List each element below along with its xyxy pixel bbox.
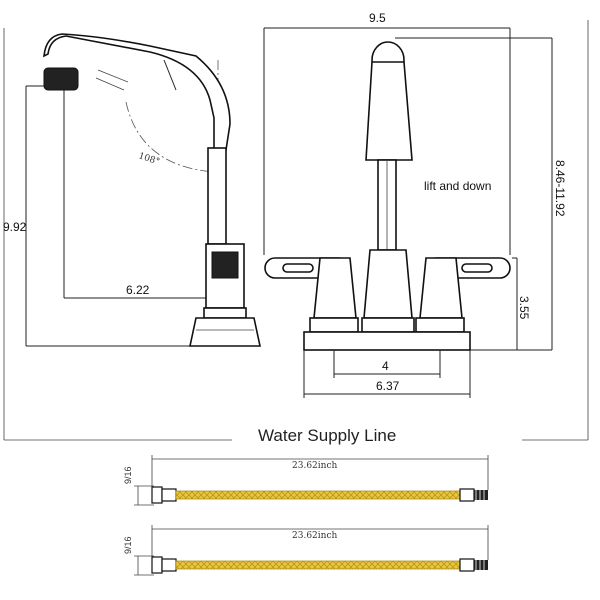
- front-spout-body: [365, 61, 413, 161]
- left-handle-body: [313, 257, 357, 319]
- supply-line-1-thread: 9/16: [123, 466, 133, 484]
- deck-plate: [303, 331, 471, 351]
- base-width-label: 6.37: [376, 379, 400, 393]
- supply-line-2-thread: 9/16: [123, 536, 133, 554]
- side-height-label: 9.92: [3, 220, 27, 234]
- braided-hose-1: [175, 490, 461, 500]
- center-spread-label: 4: [382, 359, 389, 373]
- supply-line-2: 23.62inch 9/16: [123, 525, 489, 576]
- front-height-range-label: 8.46-11.92: [553, 160, 567, 217]
- spray-angle-arc: [125, 101, 215, 173]
- front-center-body: [363, 249, 413, 319]
- spray-nozzle: [43, 67, 79, 91]
- supply-line-1: 23.62inch 9/16: [123, 455, 489, 506]
- braided-hose-2: [175, 560, 461, 570]
- side-reach-label: 6.22: [126, 283, 150, 297]
- supply-line-2-length: 23.62inch: [292, 531, 337, 541]
- side-view: 9.92 6.22 108°: [3, 33, 261, 347]
- side-base: [189, 317, 261, 347]
- front-width-label: 9.5: [369, 11, 386, 25]
- spray-head: [43, 33, 231, 151]
- spray-angle-label: 108°: [137, 151, 161, 167]
- supply-line-1-length: 23.62inch: [292, 461, 337, 471]
- side-spout-neck: [207, 147, 227, 245]
- front-handle-height-label: 3.55: [517, 296, 531, 320]
- outer-frame: [3, 20, 589, 441]
- lift-note: lift and down: [424, 179, 491, 193]
- front-view: 9.5 8.46-11.92 3.55 lift and down: [263, 11, 567, 398]
- supply-title: Water Supply Line: [258, 426, 396, 445]
- right-handle-body: [419, 257, 463, 319]
